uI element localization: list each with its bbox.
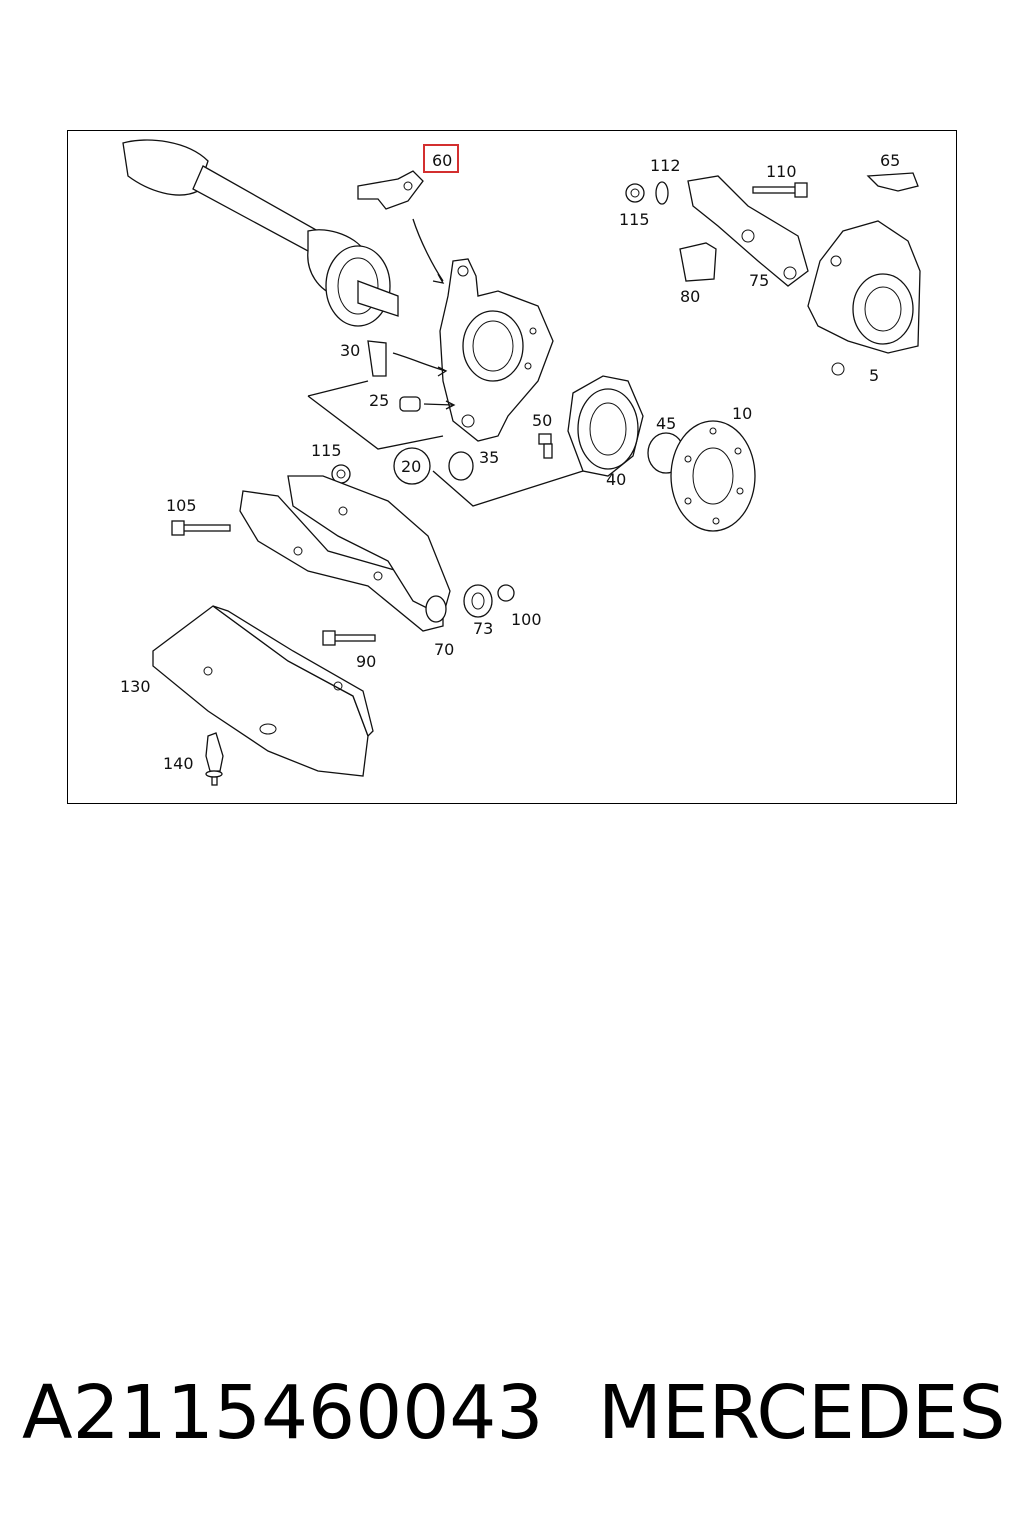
callout-75: 75	[749, 271, 769, 290]
callout-70: 70	[434, 640, 454, 659]
callout-115-lower: 115	[311, 441, 342, 460]
callout-140: 140	[163, 754, 194, 773]
wheel-bearing-drawing	[567, 375, 644, 477]
callout-110: 110	[766, 162, 797, 181]
callout-50: 50	[532, 411, 552, 430]
callout-25: 25	[369, 391, 389, 410]
bushing-35-drawing	[448, 451, 474, 481]
wheel-hub-drawing	[670, 420, 756, 532]
bolt-90-drawing	[322, 630, 376, 646]
caption: A2115460043 MERCEDES	[0, 1370, 1024, 1470]
callout-35: 35	[479, 448, 499, 467]
clip-140-drawing	[205, 732, 224, 786]
callout-20: 20	[401, 457, 421, 476]
clip-80-drawing	[679, 242, 717, 282]
bolt-50-drawing	[538, 433, 553, 459]
lower-arm-70-drawing	[239, 475, 451, 632]
steering-knuckle-drawing	[439, 258, 554, 442]
callout-65: 65	[880, 151, 900, 170]
knuckle-5-drawing	[807, 220, 921, 376]
callout-20-circle	[393, 447, 431, 485]
callout-10: 10	[732, 404, 752, 423]
callout-40: 40	[606, 470, 626, 489]
callout-105: 105	[166, 496, 197, 515]
bushing-drawing	[399, 396, 456, 412]
brand-name: MERCEDES	[598, 1370, 1006, 1456]
callout-60: 60	[432, 151, 452, 170]
nut-115-drawing	[331, 464, 351, 484]
leader-lines-20	[307, 380, 584, 507]
diagram-drawing: 60 112 110 65 115 80 75 5 30 25 50 45 10…	[120, 139, 921, 786]
callout-112: 112	[650, 156, 681, 175]
callout-73: 73	[473, 619, 493, 638]
part-number: A2115460043	[22, 1370, 544, 1456]
nut-100-drawing	[497, 584, 515, 602]
callout-30: 30	[340, 341, 360, 360]
bushing-73-drawing	[463, 584, 493, 618]
callout-90: 90	[356, 652, 376, 671]
callout-130: 130	[120, 677, 151, 696]
cover-130-drawing	[152, 605, 374, 777]
callout-45: 45	[656, 414, 676, 433]
exploded-parts-diagram: 60 112 110 65 115 80 75 5 30 25 50 45 10…	[67, 130, 957, 804]
callout-80: 80	[680, 287, 700, 306]
bracket-65-drawing	[866, 172, 919, 192]
callout-5: 5	[869, 366, 879, 385]
sensor-bracket-drawing	[357, 170, 445, 284]
bolt-110-drawing	[752, 182, 808, 198]
control-arm-75-drawing	[687, 175, 809, 287]
bolt-105-drawing	[171, 520, 231, 536]
highlight-box	[423, 144, 459, 173]
callout-100: 100	[511, 610, 542, 629]
drive-shaft-drawing	[122, 139, 399, 327]
clip-drawing	[367, 340, 448, 377]
callout-115-top: 115	[619, 210, 650, 229]
nut-washer-drawing	[625, 181, 669, 205]
